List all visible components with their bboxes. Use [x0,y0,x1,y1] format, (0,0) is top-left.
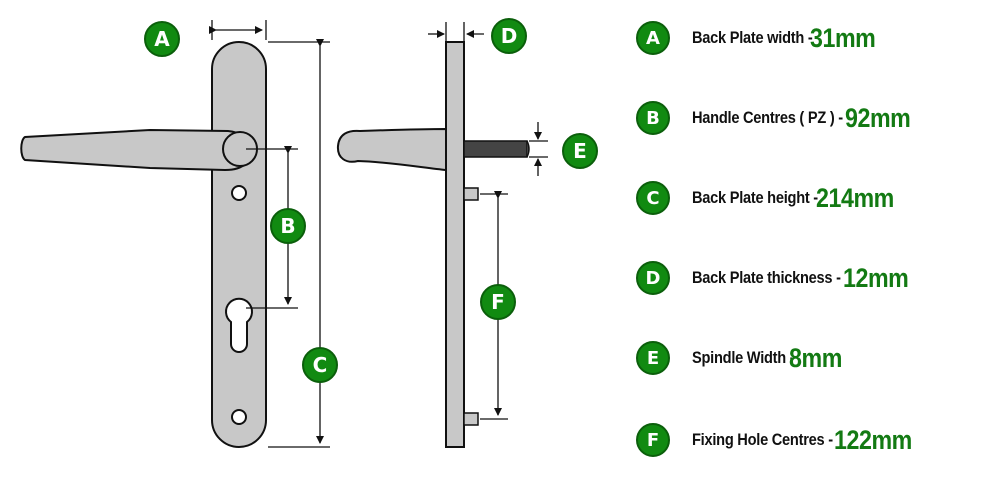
callout-e-letter: E [573,139,587,163]
callout-badge-e: E [562,133,598,169]
front-lever-handle [20,128,252,172]
callout-b-letter: B [280,214,295,238]
legend-value-a: 31mm [810,22,876,53]
side-back-plate [445,41,465,448]
legend-row-b: B Handle Centres ( PZ ) - 92mm [636,98,1000,138]
legend-row-e: E Spindle Width - 8mm [636,338,1000,378]
callout-badge-c: C [302,347,338,383]
legend-label-e: Spindle Width - [692,348,795,367]
front-fixing-hole-top [231,185,247,201]
legend-row-f: F Fixing Hole Centres - 122mm [636,420,1000,460]
legend-label-f: Fixing Hole Centres - [692,430,833,449]
legend-label-c: Back Plate height - [692,188,818,207]
legend-value-e: 8mm [789,342,842,373]
side-lever-handle [336,127,447,172]
legend-label-b: Handle Centres ( PZ ) - [692,108,843,127]
callout-badge-f: F [480,284,516,320]
callout-a-letter: A [154,27,170,51]
legend-value-f: 122mm [833,424,912,455]
side-spindle [463,140,528,158]
callout-badge-a: A [144,21,180,57]
legend-badge-e: E [636,341,670,375]
callout-c-letter: C [313,353,328,377]
side-fixing-lug-top [463,187,479,201]
front-back-plate [211,41,267,448]
legend-row-d: D Back Plate thickness - 12mm [636,258,1000,298]
legend-badge-a: A [636,21,670,55]
side-fixing-lug-bottom [463,412,479,426]
legend-value-d: 12mm [842,262,909,293]
front-keyhole [225,297,253,353]
legend-value-b: 92mm [845,102,911,133]
legend-badge-c: C [636,181,670,215]
legend-badge-d: D [636,261,670,295]
legend-label-d: Back Plate thickness - [692,268,841,287]
dimension-legend: A Back Plate width - 31mm B Handle Centr… [636,0,1000,500]
legend-badge-f: F [636,423,670,457]
legend-row-c: C Back Plate height - 214mm [636,178,1000,218]
callout-badge-b: B [270,208,306,244]
callout-d-letter: D [501,24,518,48]
side-view [336,22,548,448]
callout-f-letter: F [491,290,505,314]
legend-row-a: A Back Plate width - 31mm [636,18,1000,58]
front-fixing-hole-bottom [231,409,247,425]
legend-value-c: 214mm [816,182,895,213]
legend-badge-b: B [636,101,670,135]
callout-badge-d: D [491,18,527,54]
legend-label-a: Back Plate width - [692,28,813,47]
